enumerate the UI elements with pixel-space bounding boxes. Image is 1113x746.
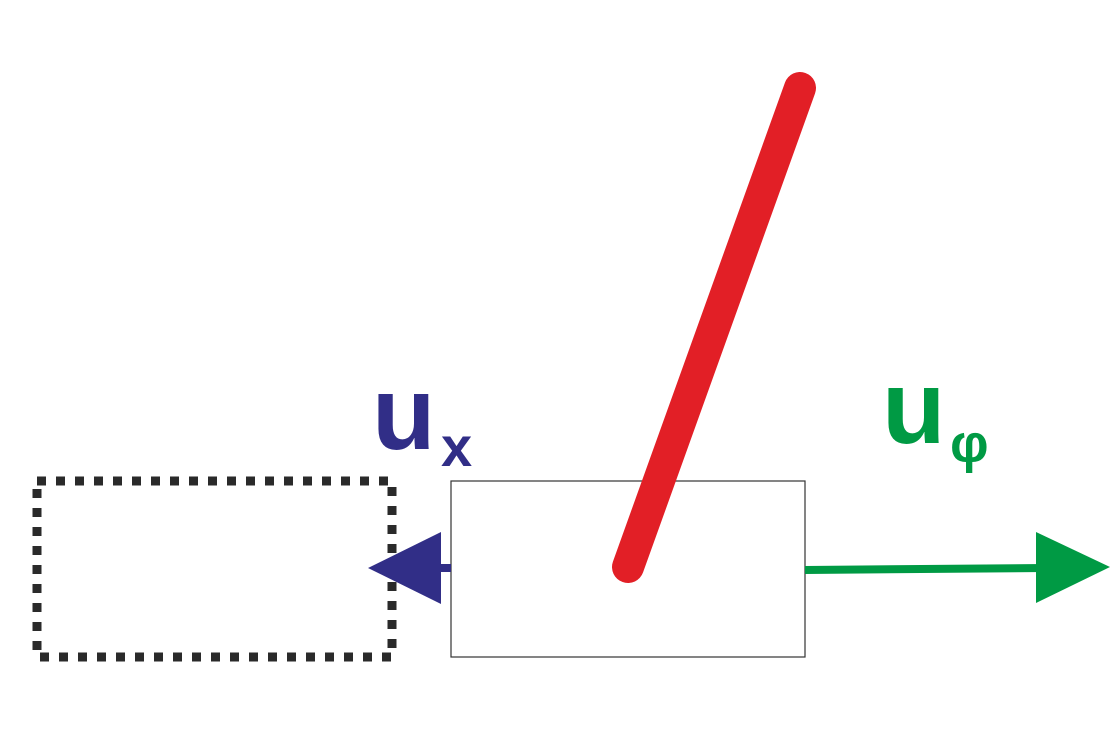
ghost-cart [32, 476, 397, 662]
ux-label: u [372, 356, 436, 472]
ux-label-subscript: x [441, 415, 472, 478]
ux-arrow [368, 532, 451, 604]
uphi-label-sub: φ [950, 414, 989, 474]
ux-label-main: u [372, 356, 436, 472]
uphi-arrow [804, 532, 1110, 603]
uphi-arrow-shaft [804, 564, 1047, 574]
uphi-arrow-head [1036, 532, 1110, 603]
uphi-label-subscript: φ [950, 414, 989, 474]
ux-arrow-head [368, 532, 441, 604]
ux-label-sub: x [441, 415, 472, 478]
uphi-label-main: u [882, 350, 946, 466]
pendulum-rod [612, 72, 816, 583]
uphi-label: u [882, 350, 946, 466]
